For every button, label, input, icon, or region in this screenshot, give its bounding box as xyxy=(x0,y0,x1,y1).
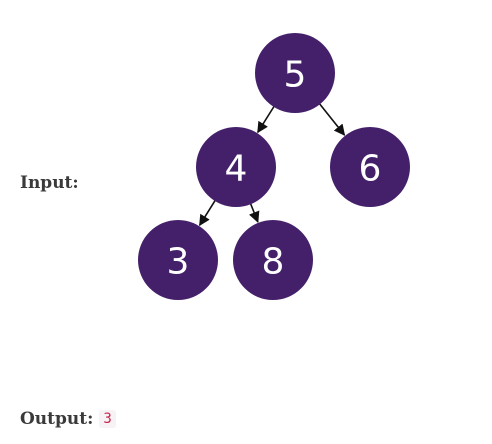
output-label: Output: xyxy=(20,409,94,429)
tree-node-circle xyxy=(233,220,313,300)
tree-node-circle xyxy=(330,127,410,207)
output-value: 3 xyxy=(99,410,116,428)
output-row: Output: 3 xyxy=(20,409,116,429)
tree-edge xyxy=(257,103,277,134)
tree-node-value: 8 xyxy=(262,242,285,283)
tree-edge xyxy=(316,100,346,136)
tree-node-circle xyxy=(138,220,218,300)
tree-node: 5 xyxy=(255,33,335,113)
tree-edge xyxy=(199,197,218,227)
tree-node: 3 xyxy=(138,220,218,300)
tree-node-value: 6 xyxy=(359,149,382,190)
tree-node: 8 xyxy=(233,220,313,300)
tree-edges xyxy=(199,100,346,227)
tree-nodes: 5 4 6 3 8 xyxy=(138,33,410,300)
tree-node-value: 4 xyxy=(225,149,248,190)
tree-node-value: 5 xyxy=(284,55,307,96)
tree-node-circle xyxy=(196,127,276,207)
tree-node: 6 xyxy=(330,127,410,207)
input-label: Input: xyxy=(20,173,79,193)
tree-node: 4 xyxy=(196,127,276,207)
tree-node-circle xyxy=(255,33,335,113)
tree-node-value: 3 xyxy=(167,242,190,283)
